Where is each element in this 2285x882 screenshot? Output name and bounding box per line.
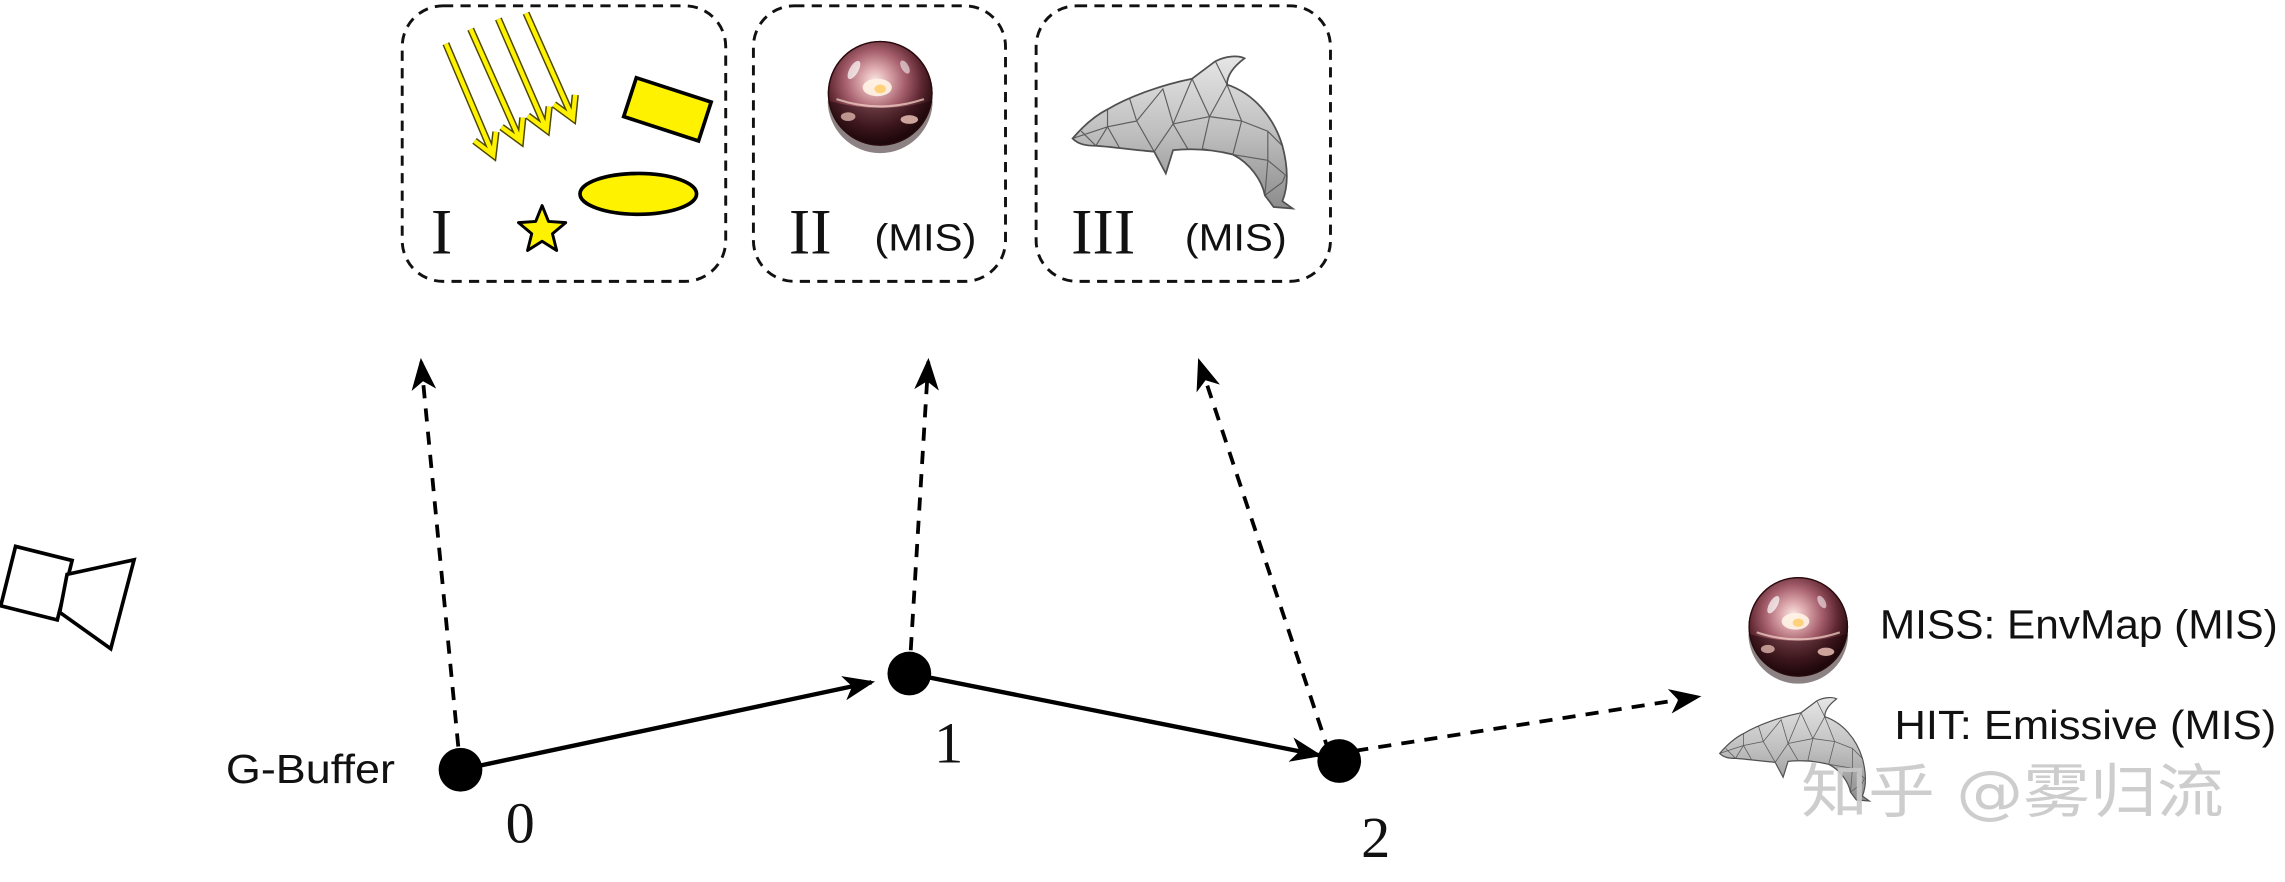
legend: MISS: EnvMap (MIS) HIT: Emissive (MIS) [1720,575,2278,801]
dashed-box-I [400,4,728,283]
vertex-label-2: 2 [1361,805,1390,870]
light-sample-arrow [907,357,939,674]
rectangle-light-icon [621,75,714,144]
ellipse-light-icon [578,171,699,217]
light-group-III: III (MIS) [1034,4,1332,283]
path-segment-arrow [460,676,876,772]
light-ray-arrow [442,42,500,162]
star-light-icon [517,204,568,252]
camera-icon [0,544,137,652]
gbuffer-label: G-Buffer [226,746,395,792]
light-sample-arrow [1196,358,1331,753]
light-group-numeral: III [1071,197,1135,268]
dolphin-mesh-icon [1073,56,1293,208]
chrome-sphere-icon [1747,575,1850,685]
path-vertex-2 [1317,739,1362,783]
path-vertex-1 [887,651,932,696]
vertex-label-1: 1 [934,710,963,775]
mis-tag: (MIS) [874,218,976,260]
light-ray-arrow [467,27,527,148]
light-group-numeral: II [789,197,832,268]
legend-miss-label: MISS: EnvMap (MIS) [1880,602,2278,648]
light-ray-arrow [495,17,553,137]
dashed-box-III [1034,4,1332,283]
path-vertex-0 [438,747,483,792]
path-segment-arrow [908,671,1323,762]
light-ray-arrows-icon [442,11,579,162]
camera-lens [57,557,137,652]
mis-tag: (MIS) [1185,218,1287,260]
vertex-label-0: 0 [506,791,535,856]
miss-hit-arrow [1354,689,1702,753]
light-group-numeral: I [431,197,452,268]
light-sample-arrow [411,357,463,770]
chrome-sphere-icon [826,39,934,155]
light-ray-arrow [522,11,579,126]
watermark: 知乎 @雾归流 [1801,758,2224,826]
dashed-box-II [751,4,1007,283]
light-group-II: II (MIS) [751,4,1007,283]
legend-hit-label: HIT: Emissive (MIS) [1894,702,2276,748]
light-group-I: I [400,4,728,283]
